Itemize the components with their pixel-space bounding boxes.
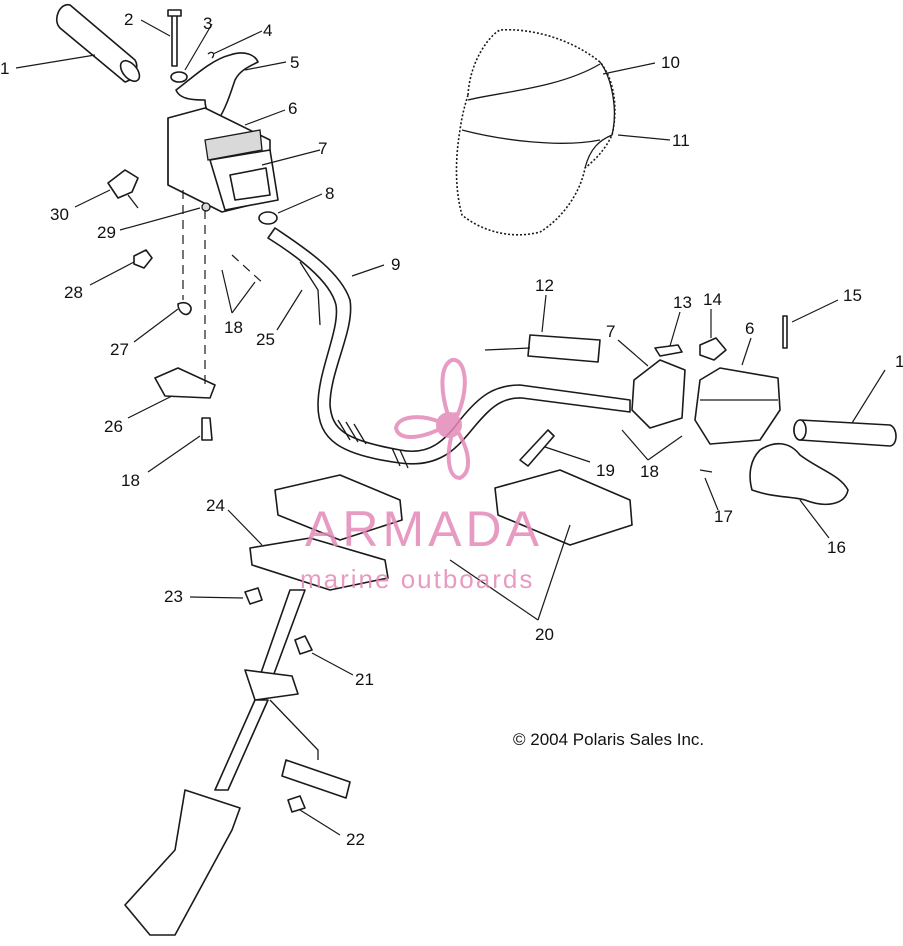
callout-30: 30 (50, 205, 69, 224)
callout-22: 22 (346, 830, 365, 849)
callout-7-right: 7 (606, 322, 615, 341)
callout-10: 10 (661, 53, 680, 72)
callout-7-left: 7 (318, 139, 327, 158)
callout-5: 5 (290, 53, 299, 72)
callout-14: 14 (703, 290, 722, 309)
left-control-housing (167, 107, 279, 213)
callout-labels: 1 2 3 4 5 6 7 8 9 10 11 12 7 13 14 6 15 … (0, 10, 903, 849)
callout-18-right: 18 (640, 462, 659, 481)
callout-18-upper-left: 18 (224, 318, 243, 337)
callout-25: 25 (256, 330, 275, 349)
right-control-housing (631, 359, 781, 445)
assembly-guide-lines-left (182, 190, 266, 385)
callout-6-right: 6 (745, 319, 754, 338)
callout-2: 2 (124, 10, 133, 29)
callout-16: 16 (827, 538, 846, 557)
callout-29: 29 (97, 223, 116, 242)
callout-27: 27 (110, 340, 129, 359)
left-small-parts (107, 169, 321, 441)
copyright-notice: © 2004 Polaris Sales Inc. (513, 730, 704, 749)
leader-lines (15, 19, 886, 836)
windshield (455, 28, 616, 236)
callout-23: 23 (164, 587, 183, 606)
propeller-logo (393, 358, 470, 481)
callout-21: 21 (355, 670, 374, 689)
watermark-brand: ARMADA (305, 501, 543, 557)
callout-4: 4 (263, 21, 272, 40)
callout-26: 26 (104, 417, 123, 436)
armada-watermark: ARMADA marine outboards (300, 358, 543, 594)
handlebar-clamps (274, 429, 633, 546)
callout-18-lower-left: 18 (121, 471, 140, 490)
callout-6-left: 6 (288, 99, 297, 118)
left-lever-assembly (167, 9, 259, 121)
callout-13: 13 (673, 293, 692, 312)
left-hand-grip (55, 3, 141, 83)
callout-9: 9 (391, 255, 400, 274)
handlebar (267, 227, 631, 469)
steering-column (124, 537, 389, 936)
callout-24: 24 (206, 496, 225, 515)
callout-3: 3 (203, 14, 212, 33)
right-hand-grip (793, 419, 897, 447)
callout-12: 12 (535, 276, 554, 295)
callout-19: 19 (596, 461, 615, 480)
callout-11: 11 (672, 131, 690, 150)
callout-8: 8 (325, 184, 334, 203)
callout-17: 17 (714, 507, 733, 526)
callout-1-right: 1 (895, 352, 903, 371)
watermark-tagline: marine outboards (300, 564, 534, 594)
callout-20: 20 (535, 625, 554, 644)
callout-15: 15 (843, 286, 862, 305)
callout-28: 28 (64, 283, 83, 302)
callout-1-left: 1 (0, 59, 9, 78)
right-throttle-lever (699, 442, 849, 506)
